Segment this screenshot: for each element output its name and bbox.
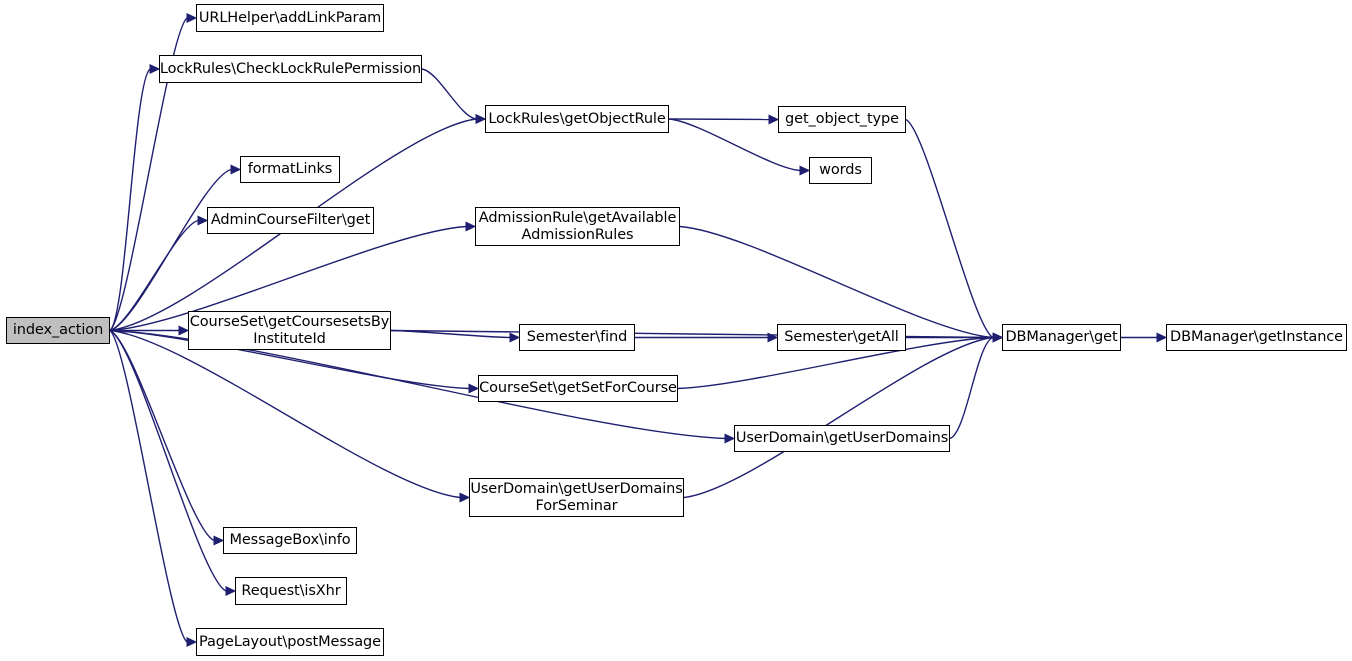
edge-getObjectRule-to-get_object_type <box>668 118 770 121</box>
arrowhead-index_action-to-getUserDomainsForSem <box>459 492 471 503</box>
graph-node-semesterFind[interactable]: Semester\find <box>519 324 635 351</box>
arrowhead-getUserDomains-to-dbManagerGet <box>992 332 1004 343</box>
arrowhead-index_action-to-pageLayoutPostMsg <box>186 637 198 647</box>
graph-node-get_object_type[interactable]: get_object_type <box>778 106 906 133</box>
graph-node-adminCourseFilterGet[interactable]: AdminCourseFilter\get <box>207 207 374 234</box>
edge-getUserDomains-to-dbManagerGet <box>949 336 994 440</box>
graph-node-getCoursesetsByInst[interactable]: CourseSet\getCoursesetsBy InstituteId <box>188 311 391 350</box>
arrowhead-index_action-to-getObjectRule <box>475 114 487 124</box>
graph-node-addLinkParam[interactable]: URLHelper\addLinkParam <box>196 4 384 32</box>
edge-index_action-to-adminCourseFilterGet <box>109 219 199 332</box>
arrowhead-get_object_type-to-dbManagerGet <box>992 332 1004 343</box>
graph-node-dbManagerGetInstance[interactable]: DBManager\getInstance <box>1166 324 1347 351</box>
graph-node-messageBoxInfo[interactable]: MessageBox\info <box>223 527 357 554</box>
graph-node-getObjectRule[interactable]: LockRules\getObjectRule <box>485 105 669 133</box>
graph-node-formatLinks[interactable]: formatLinks <box>240 156 340 183</box>
arrowhead-index_action-to-addLinkParam <box>186 13 198 23</box>
graph-node-checkLockRulePerm[interactable]: LockRules\CheckLockRulePermission <box>159 55 422 83</box>
arrowhead-checkLockRulePerm-to-getObjectRule <box>475 114 487 124</box>
arrowhead-getAvailAdmRules-to-dbManagerGet <box>992 332 1004 343</box>
arrowhead-index_action-to-getSetForCourse <box>468 383 480 394</box>
graph-node-dbManagerGet[interactable]: DBManager\get <box>1002 324 1121 351</box>
arrowhead-index_action-to-requestIsXhr <box>225 586 237 596</box>
graph-node-requestIsXhr[interactable]: Request\isXhr <box>235 577 347 605</box>
edge-index_action-to-formatLinks <box>109 168 232 332</box>
arrowhead-semesterGetAll-to-dbManagerGet <box>992 332 1004 343</box>
arrowhead-getUserDomainsForSem-to-dbManagerGet <box>992 332 1004 343</box>
edge-index_action-to-getUserDomainsForSem <box>109 329 461 499</box>
arrowhead-index_action-to-getAvailAdmRules <box>465 221 477 232</box>
edge-index_action-to-pageLayoutPostMsg <box>109 329 188 643</box>
edge-index_action-to-checkLockRulePerm <box>109 68 151 332</box>
graph-node-getUserDomains[interactable]: UserDomain\getUserDomains <box>734 425 950 452</box>
edge-index_action-to-messageBoxInfo <box>109 329 215 542</box>
edge-getCoursesetsByInst-to-semesterFind <box>390 329 511 339</box>
arrowhead-index_action-to-adminCourseFilterGet <box>197 215 209 226</box>
arrowhead-index_action-to-getUserDomains <box>724 433 736 444</box>
graph-node-words[interactable]: words <box>809 157 872 184</box>
arrowhead-index_action-to-messageBoxInfo <box>213 535 225 546</box>
arrowhead-semesterFind-to-semesterGetAll <box>767 332 779 343</box>
edge-get_object_type-to-dbManagerGet <box>905 118 994 339</box>
graph-node-getUserDomainsForSem[interactable]: UserDomain\getUserDomains ForSeminar <box>469 478 684 517</box>
edge-checkLockRulePerm-to-getObjectRule <box>421 68 477 120</box>
edge-index_action-to-requestIsXhr <box>109 329 227 592</box>
arrowhead-index_action-to-formatLinks <box>230 164 242 175</box>
arrowhead-dbManagerGet-to-dbManagerGetInstance <box>1156 332 1168 343</box>
graph-node-pageLayoutPostMsg[interactable]: PageLayout\postMessage <box>196 628 384 656</box>
arrowhead-index_action-to-checkLockRulePerm <box>149 64 161 74</box>
arrowhead-getObjectRule-to-get_object_type <box>768 114 780 125</box>
graph-node-semesterGetAll[interactable]: Semester\getAll <box>777 324 906 351</box>
arrowhead-getCoursesetsByInst-to-semesterFind <box>509 332 521 343</box>
arrowhead-getCoursesetsByInst-to-dbManagerGet <box>992 332 1004 343</box>
graph-node-getAvailAdmRules[interactable]: AdmissionRule\getAvailable AdmissionRule… <box>475 207 680 246</box>
graph-node-index_action[interactable]: index_action <box>6 317 110 344</box>
graph-node-getSetForCourse[interactable]: CourseSet\getSetForCourse <box>478 375 678 402</box>
arrowhead-getSetForCourse-to-dbManagerGet <box>992 332 1004 343</box>
arrowhead-index_action-to-getCoursesetsByInst <box>178 325 190 336</box>
arrowhead-getObjectRule-to-words <box>799 165 811 176</box>
edge-getAvailAdmRules-to-dbManagerGet <box>679 225 994 339</box>
edge-getUserDomainsForSem-to-dbManagerGet <box>683 336 994 499</box>
